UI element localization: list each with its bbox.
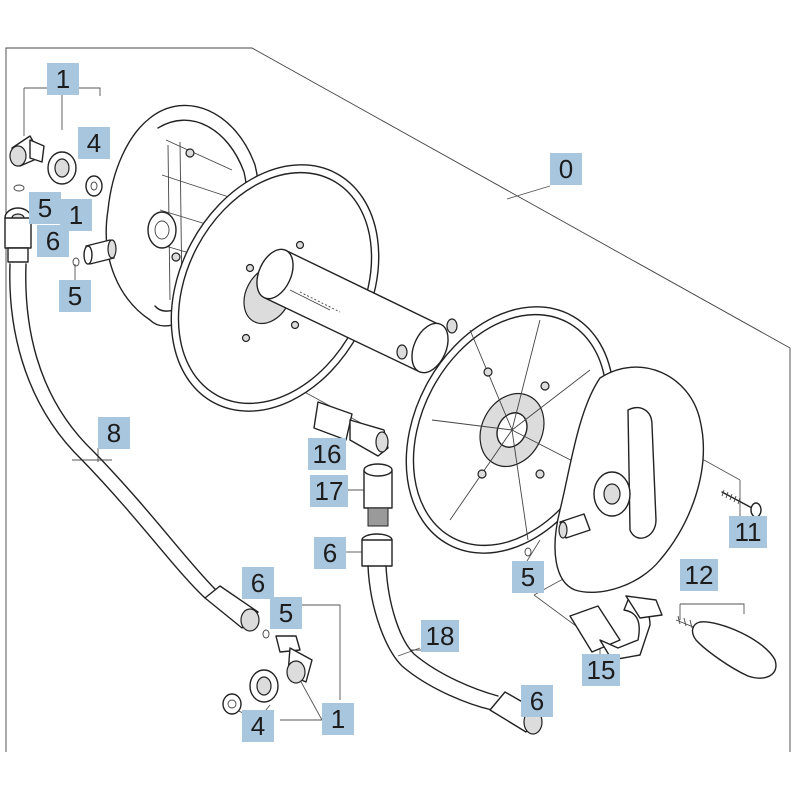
callout-11: 11 xyxy=(729,516,767,548)
o-ring-top xyxy=(13,184,25,192)
hose-coupling-top xyxy=(4,207,32,263)
crank xyxy=(569,595,663,661)
callout-17: 17 xyxy=(310,475,348,507)
left-plate-connector xyxy=(83,239,117,265)
swivel-fitting xyxy=(313,401,389,457)
callout-6-bottom-left: 6 xyxy=(242,567,274,599)
elbow-fitting-bottom xyxy=(275,635,313,684)
crank-handle xyxy=(675,615,777,679)
callout-16: 16 xyxy=(308,438,346,470)
callout-4-bottom: 4 xyxy=(242,710,274,742)
callout-5-bottom: 5 xyxy=(270,597,302,629)
assembly-frame xyxy=(5,47,791,752)
callout-6-top: 6 xyxy=(37,225,69,257)
reel-side-plate-right xyxy=(554,366,704,594)
hose-8 xyxy=(9,263,217,599)
callout-15: 15 xyxy=(582,654,620,686)
callout-4-top: 4 xyxy=(78,127,110,159)
callout-0: 0 xyxy=(550,153,582,185)
callout-8: 8 xyxy=(98,417,130,449)
callout-18: 18 xyxy=(421,620,459,652)
hose-drum xyxy=(256,248,458,374)
screw xyxy=(721,489,762,518)
callout-1-bottom: 1 xyxy=(322,703,354,735)
washer-top xyxy=(85,175,103,197)
right-plate-connector xyxy=(558,513,591,539)
hose-coupling-center xyxy=(361,533,393,567)
union-nut-top xyxy=(47,151,77,185)
hose-18 xyxy=(367,565,499,711)
o-ring-bottom xyxy=(262,629,270,639)
reel-flange-right xyxy=(405,306,615,554)
callout-12: 12 xyxy=(680,559,718,591)
hose-adapter xyxy=(363,463,393,527)
o-ring-right xyxy=(524,547,532,557)
washer-bottom xyxy=(222,693,242,715)
callout-6-bottom-right: 6 xyxy=(521,685,553,717)
callout-6-center: 6 xyxy=(314,537,346,569)
hose-coupling-bottom-left xyxy=(204,585,260,632)
callout-5-right: 5 xyxy=(512,561,544,593)
callout-1-top: 1 xyxy=(47,63,79,95)
union-nut-bottom xyxy=(249,669,279,703)
callout-5-top: 5 xyxy=(29,192,61,224)
elbow-fitting-top xyxy=(9,135,45,167)
o-ring-left xyxy=(72,257,80,267)
callout-5-left: 5 xyxy=(59,280,91,312)
